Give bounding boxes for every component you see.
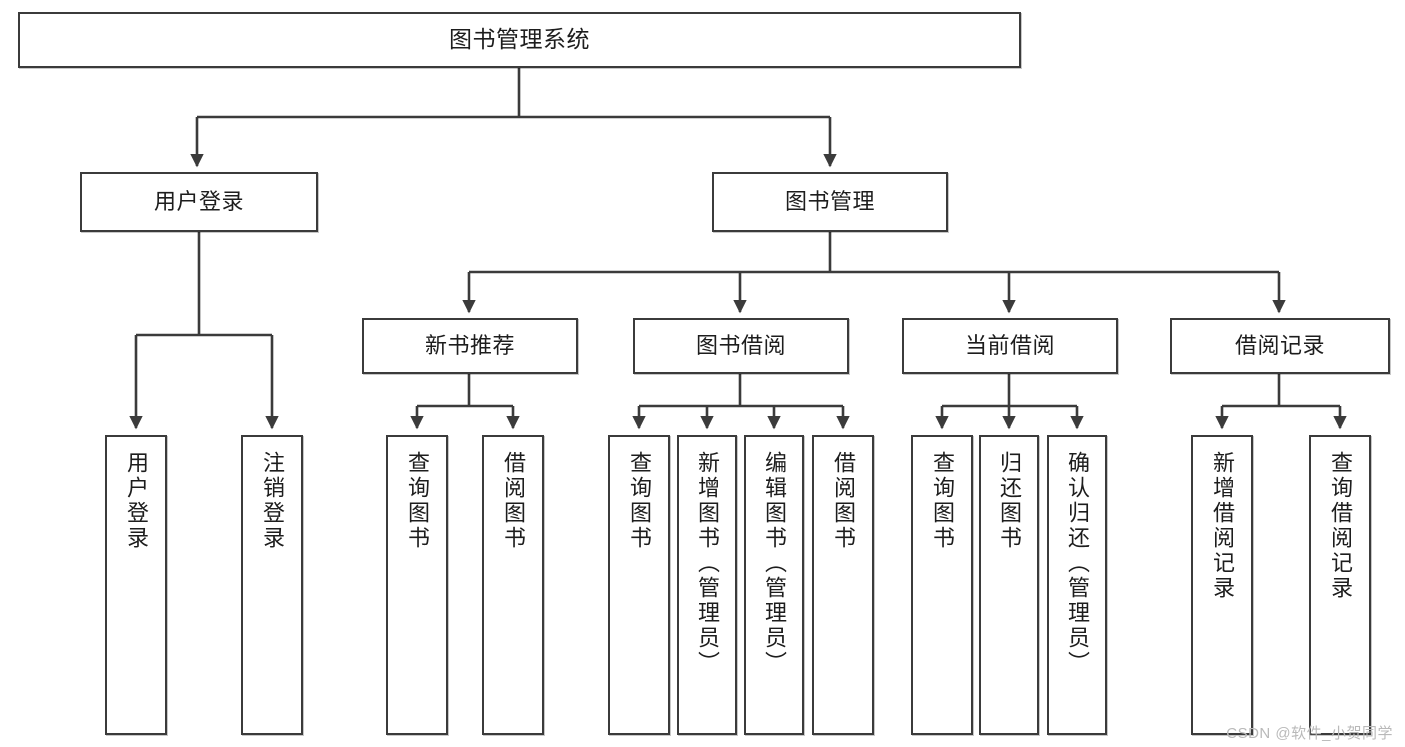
node-leaf-query-record[interactable]: 查询借阅记录 xyxy=(1309,435,1371,735)
node-leaf-query-book-2[interactable]: 查询图书 xyxy=(608,435,670,735)
node-label: 图书管理系统 xyxy=(449,26,590,53)
node-label: 新增图书（管理员） xyxy=(695,451,720,676)
node-new-book-recommend[interactable]: 新书推荐 xyxy=(362,318,578,374)
node-book-manage[interactable]: 图书管理 xyxy=(712,172,948,232)
node-leaf-logout-login[interactable]: 注销登录 xyxy=(241,435,303,735)
node-label: 借阅图书 xyxy=(831,451,856,551)
node-label: 新增借阅记录 xyxy=(1210,451,1235,601)
node-label: 图书借阅 xyxy=(695,332,786,358)
node-leaf-add-book[interactable]: 新增图书（管理员） xyxy=(677,435,737,735)
node-label: 编辑图书（管理员） xyxy=(762,451,787,676)
node-borrow-record[interactable]: 借阅记录 xyxy=(1170,318,1390,374)
node-label: 用户登录 xyxy=(124,451,149,551)
node-leaf-edit-book[interactable]: 编辑图书（管理员） xyxy=(744,435,804,735)
node-label: 借阅记录 xyxy=(1234,332,1325,358)
node-user-login[interactable]: 用户登录 xyxy=(80,172,318,232)
node-current-borrow[interactable]: 当前借阅 xyxy=(902,318,1118,374)
node-label: 当前借阅 xyxy=(964,332,1055,358)
node-label: 查询图书 xyxy=(627,451,652,551)
csdn-watermark: CSDN @软件_小贺同学 xyxy=(1226,725,1393,742)
node-leaf-query-book-1[interactable]: 查询图书 xyxy=(386,435,448,735)
node-root-book-management-system[interactable]: 图书管理系统 xyxy=(18,12,1021,68)
node-label: 新书推荐 xyxy=(424,332,515,358)
node-label: 查询借阅记录 xyxy=(1328,451,1353,601)
node-label: 图书管理 xyxy=(784,188,875,214)
node-label: 查询图书 xyxy=(930,451,955,551)
node-label: 归还图书 xyxy=(997,451,1022,551)
node-label: 查询图书 xyxy=(405,451,430,551)
node-book-borrow[interactable]: 图书借阅 xyxy=(633,318,849,374)
node-label: 用户登录 xyxy=(153,188,244,214)
node-label: 确认归还（管理员） xyxy=(1065,451,1090,676)
node-leaf-confirm-return[interactable]: 确认归还（管理员） xyxy=(1047,435,1107,735)
node-leaf-query-book-3[interactable]: 查询图书 xyxy=(911,435,973,735)
node-label: 注销登录 xyxy=(260,451,285,551)
node-leaf-return-book[interactable]: 归还图书 xyxy=(979,435,1039,735)
node-leaf-user-login[interactable]: 用户登录 xyxy=(105,435,167,735)
node-leaf-add-record[interactable]: 新增借阅记录 xyxy=(1191,435,1253,735)
node-leaf-borrow-book-2[interactable]: 借阅图书 xyxy=(812,435,874,735)
node-leaf-borrow-book-1[interactable]: 借阅图书 xyxy=(482,435,544,735)
node-label: 借阅图书 xyxy=(501,451,526,551)
